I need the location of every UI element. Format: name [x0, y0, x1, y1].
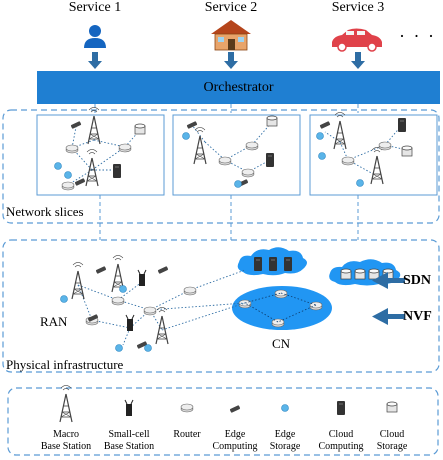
service-3-label: Service 3 [331, 0, 385, 15]
nvf-arrow [372, 308, 405, 325]
service-2-label: Service 2 [204, 0, 258, 15]
arrow-service-3 [351, 52, 365, 69]
ran-label: RAN [40, 314, 68, 329]
nvf-label: NVF [403, 309, 432, 324]
legend-router-icon [180, 403, 194, 413]
arrow-service-1 [88, 52, 102, 69]
legend-router-label: Router [173, 429, 201, 440]
orchestrator-connectors [94, 104, 359, 113]
physical-infrastructure-box [2, 239, 440, 373]
slice-connectors [99, 195, 359, 240]
person-icon [84, 25, 106, 48]
car-icon [332, 28, 382, 52]
arrow-service-2 [224, 52, 238, 69]
ran-network [60, 254, 246, 352]
service-1-label: Service 1 [68, 0, 122, 15]
legend-cloud-storage-icon [386, 401, 398, 413]
orchestrator: Orchestrator [37, 71, 440, 104]
slice-2 [172, 114, 301, 196]
house-icon [211, 20, 251, 51]
legend-edge-computing-icon [229, 405, 241, 413]
network-slices-box [2, 109, 440, 224]
legend-box [7, 387, 439, 456]
slice-1 [36, 106, 165, 196]
slice-3 [309, 111, 438, 196]
network-slices-label: Network slices [6, 204, 84, 219]
more-services: · · · [399, 26, 436, 46]
core-network-cloud [232, 286, 332, 330]
physical-infrastructure-label: Physical infrastructure [6, 357, 124, 372]
sdn-arrow [372, 272, 405, 289]
cn-label: CN [272, 336, 291, 351]
orchestrator-label: Orchestrator [203, 79, 274, 95]
cloud-computing-cloud [237, 247, 307, 276]
sdn-label: SDN [403, 273, 432, 288]
legend-cloud-computing-icon [336, 400, 346, 416]
legend-edge-storage-icon [281, 404, 289, 412]
legend-small-cell-icon [124, 399, 134, 417]
legend-macro-icon [59, 384, 73, 423]
